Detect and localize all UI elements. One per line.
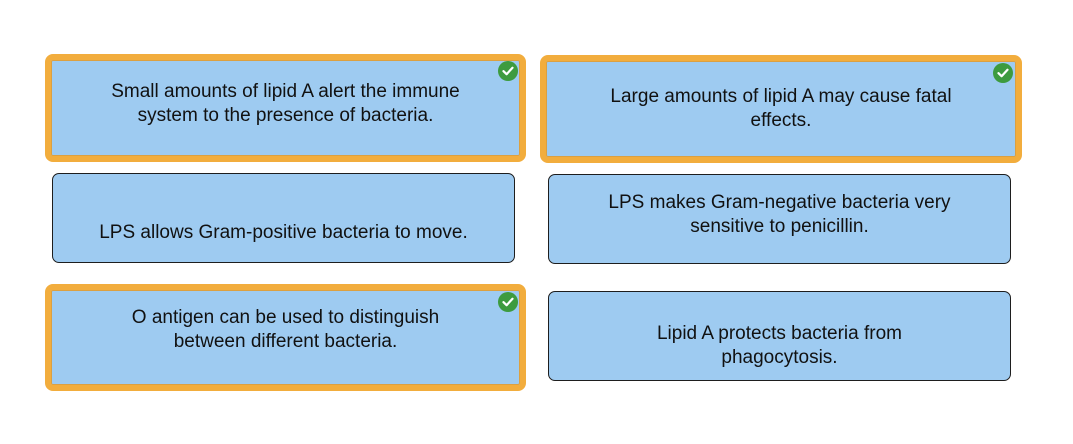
answer-card-2[interactable]: Large amounts of lipid A may cause fatal…: [540, 55, 1022, 163]
answer-card-6[interactable]: Lipid A protects bacteria from phagocyto…: [548, 291, 1011, 381]
answer-card-1[interactable]: Small amounts of lipid A alert the immun…: [45, 54, 526, 162]
check-circle-icon: [498, 292, 518, 312]
answer-card-3-text: LPS allows Gram-positive bacteria to mov…: [99, 222, 468, 243]
answer-card-4[interactable]: LPS makes Gram-negative bacteria very se…: [548, 174, 1011, 264]
answer-card-5[interactable]: O antigen can be used to distinguish bet…: [45, 284, 526, 391]
answer-card-4-text: LPS makes Gram-negative bacteria very se…: [608, 192, 951, 237]
answer-card-1-text: Small amounts of lipid A alert the immun…: [111, 81, 460, 126]
check-circle-icon: [993, 63, 1013, 83]
answer-card-5-text: O antigen can be used to distinguish bet…: [131, 306, 440, 352]
answer-card-3[interactable]: LPS allows Gram-positive bacteria to mov…: [52, 173, 515, 263]
answer-card-6-text: Lipid A protects bacteria from phagocyto…: [656, 323, 902, 368]
check-circle-icon: [498, 61, 518, 81]
answer-card-2-text: Large amounts of lipid A may cause fatal…: [610, 86, 952, 131]
